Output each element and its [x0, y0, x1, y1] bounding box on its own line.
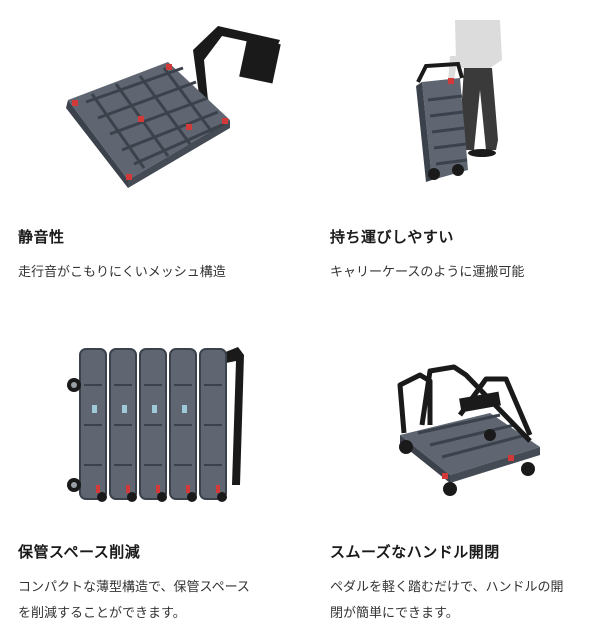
feature-description-line: コンパクトな薄型構造で、保管スペース: [18, 580, 250, 595]
feature-description-line: ペダルを軽く踏むだけで、ハンドルの開: [330, 580, 564, 595]
stacked-carts-icon: [18, 335, 298, 525]
feature-title: 静音性: [18, 228, 65, 246]
feature-title: 持ち運びしやすい: [330, 228, 454, 246]
feature-title: スムーズなハンドル開閉: [330, 543, 500, 561]
carry-cart-icon: [330, 20, 597, 210]
mesh-cart-icon: [18, 20, 298, 210]
folding-handle-cart-icon: [330, 335, 597, 525]
feature-description-line: キャリーケースのように運搬可能: [330, 265, 525, 280]
feature-description: 走行音がこもりにくいメッシュ構造: [18, 260, 226, 286]
feature-title: 保管スペース削減: [18, 543, 141, 561]
feature-description: コンパクトな薄型構造で、保管スペース を削減することができます。: [18, 575, 250, 627]
feature-description: ペダルを軽く踏むだけで、ハンドルの開 閉が簡単にできます。: [330, 575, 563, 627]
feature-description-line: 走行音がこもりにくいメッシュ構造: [18, 265, 226, 280]
feature-description-line: 閉が簡単にできます。: [330, 606, 459, 621]
feature-description-line: を削減することができます。: [18, 606, 186, 621]
feature-description: キャリーケースのように運搬可能: [330, 260, 524, 286]
